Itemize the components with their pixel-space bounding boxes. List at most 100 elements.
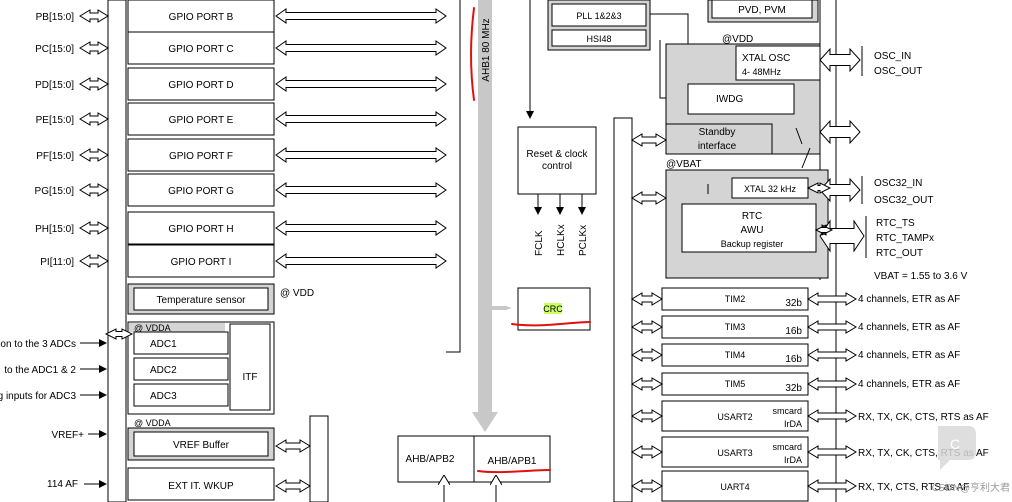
gpio-port-name: GPIO PORT D bbox=[168, 80, 233, 91]
gpio-pin-label: PC[15:0] bbox=[35, 44, 74, 55]
svg-text:C: C bbox=[950, 436, 960, 452]
double-arrow bbox=[79, 9, 109, 23]
double-arrow bbox=[79, 77, 109, 91]
awu-label: AWU bbox=[741, 225, 764, 236]
usart-io: RX, TX, CK, CTS, RTS as AF bbox=[858, 412, 989, 423]
gpio-pin-label: PG[15:0] bbox=[35, 186, 75, 197]
timer-bits: 32b bbox=[785, 383, 802, 394]
rtc-label: RTC bbox=[742, 211, 762, 222]
usart-feature-2: IrDA bbox=[784, 419, 802, 429]
gpio-pin-label: PD[15:0] bbox=[35, 80, 74, 91]
usart-feature-1: smcard bbox=[772, 442, 802, 452]
double-arrow bbox=[275, 147, 447, 163]
usart-io: RX, TX, CK, CTS, RTS as AF bbox=[858, 448, 989, 459]
double-arrow bbox=[275, 439, 311, 453]
double-arrow bbox=[631, 479, 663, 493]
gpio-port-box bbox=[127, 138, 275, 172]
double-arrow bbox=[631, 348, 663, 362]
double-arrow bbox=[819, 47, 861, 73]
gpio-ports: GPIO PORT BPB[15:0]GPIO PORT CPC[15:0]GP… bbox=[35, 0, 447, 278]
ahb-apb2-bridge bbox=[397, 435, 475, 483]
iwdg-box bbox=[687, 83, 795, 115]
standby-label-2: interface bbox=[698, 141, 737, 152]
ahb-apb1-bridge bbox=[473, 435, 551, 483]
gpio-port-box bbox=[127, 67, 275, 101]
double-arrow bbox=[631, 133, 667, 147]
reset-clock-label-1: Reset & clock bbox=[526, 149, 588, 160]
exti-pin: 114 AF bbox=[47, 479, 78, 490]
double-arrow bbox=[807, 377, 857, 391]
double-arrow bbox=[819, 219, 865, 253]
osc32-out-pin: OSC32_OUT bbox=[874, 195, 933, 206]
timer-bits: 16b bbox=[785, 354, 802, 365]
temp-sensor-box bbox=[133, 287, 269, 311]
double-arrow bbox=[807, 445, 857, 459]
gpio-port-box bbox=[127, 211, 275, 245]
exti-label: EXT IT. WKUP bbox=[168, 481, 234, 492]
pll-label: PLL 1&2&3 bbox=[576, 11, 621, 21]
gpio-port-name: GPIO PORT H bbox=[168, 224, 233, 235]
adc-label: ADC2 bbox=[150, 365, 177, 376]
hsi48-label: HSI48 bbox=[586, 34, 611, 44]
adc-supply: @ VDDA bbox=[134, 323, 171, 333]
double-arrow bbox=[631, 320, 663, 334]
adc-label: ADC1 bbox=[150, 339, 177, 350]
reset-clock-box bbox=[517, 126, 597, 195]
gpio-port-box bbox=[127, 31, 275, 65]
timer-io: 4 channels, ETR as AF bbox=[858, 350, 960, 361]
double-arrow bbox=[807, 320, 857, 334]
apb2-bus bbox=[309, 415, 329, 502]
double-arrow bbox=[79, 41, 109, 55]
usart-box bbox=[661, 400, 809, 432]
gpio-pin-label: PH[15:0] bbox=[35, 224, 74, 235]
vdd-domain-supply: @VDD bbox=[722, 34, 753, 45]
double-arrow bbox=[807, 409, 857, 423]
double-arrow bbox=[807, 348, 857, 362]
double-arrow bbox=[275, 182, 447, 198]
double-arrow bbox=[79, 112, 109, 126]
double-arrow bbox=[275, 76, 447, 92]
vbat-range: VBAT = 1.55 to 3.6 V bbox=[874, 271, 968, 282]
double-arrow bbox=[631, 409, 663, 423]
adc-box bbox=[133, 357, 229, 381]
usart-io: RX, TX, CTS, RTS as AF bbox=[858, 482, 969, 493]
double-arrow bbox=[631, 445, 663, 459]
double-arrow bbox=[631, 191, 667, 205]
double-arrow bbox=[631, 377, 663, 391]
adc-input-label: to the ADC1 & 2 bbox=[4, 365, 76, 376]
double-arrow bbox=[631, 292, 663, 306]
vref-pin: VREF+ bbox=[51, 430, 84, 441]
timer-io: 4 channels, ETR as AF bbox=[858, 322, 960, 333]
double-arrow bbox=[79, 221, 109, 235]
temp-sensor-supply: @ VDD bbox=[280, 288, 314, 299]
double-arrow bbox=[814, 224, 834, 236]
watermark-text: CSDN@亨利大君 bbox=[931, 481, 1010, 494]
ahb1-bus bbox=[478, 0, 492, 412]
vref-buffer-box bbox=[133, 431, 269, 457]
usart-name: USART2 bbox=[717, 412, 752, 422]
double-arrow bbox=[819, 177, 861, 203]
timer-name: TIM2 bbox=[725, 294, 746, 304]
adc-label: ADC3 bbox=[150, 391, 177, 402]
usart-feature-1: smcard bbox=[772, 406, 802, 416]
apb1-bus bbox=[613, 117, 633, 502]
osc-out-pin: OSC_OUT bbox=[874, 66, 922, 77]
gpio-port-name: GPIO PORT B bbox=[169, 12, 234, 23]
timer-io: 4 channels, ETR as AF bbox=[858, 379, 960, 390]
double-arrow bbox=[275, 8, 447, 24]
double-arrow bbox=[275, 220, 447, 236]
double-arrow bbox=[275, 253, 447, 269]
usart-name: UART4 bbox=[720, 482, 749, 492]
timer-name: TIM3 bbox=[725, 322, 746, 332]
double-arrow bbox=[104, 328, 134, 340]
adc-input-label: g inputs for ADC3 bbox=[0, 391, 76, 402]
timers: TIM2 32b 4 channels, ETR as AF TIM3 16b 4 cha… bbox=[631, 287, 960, 396]
vref-buffer-label: VREF Buffer bbox=[173, 440, 230, 451]
standby-label-1: Standby bbox=[699, 127, 736, 138]
timer-io: 4 channels, ETR as AF bbox=[858, 294, 960, 305]
timer-name: TIM5 bbox=[725, 379, 746, 389]
double-arrow bbox=[275, 40, 447, 56]
itf-label: ITF bbox=[243, 372, 258, 383]
